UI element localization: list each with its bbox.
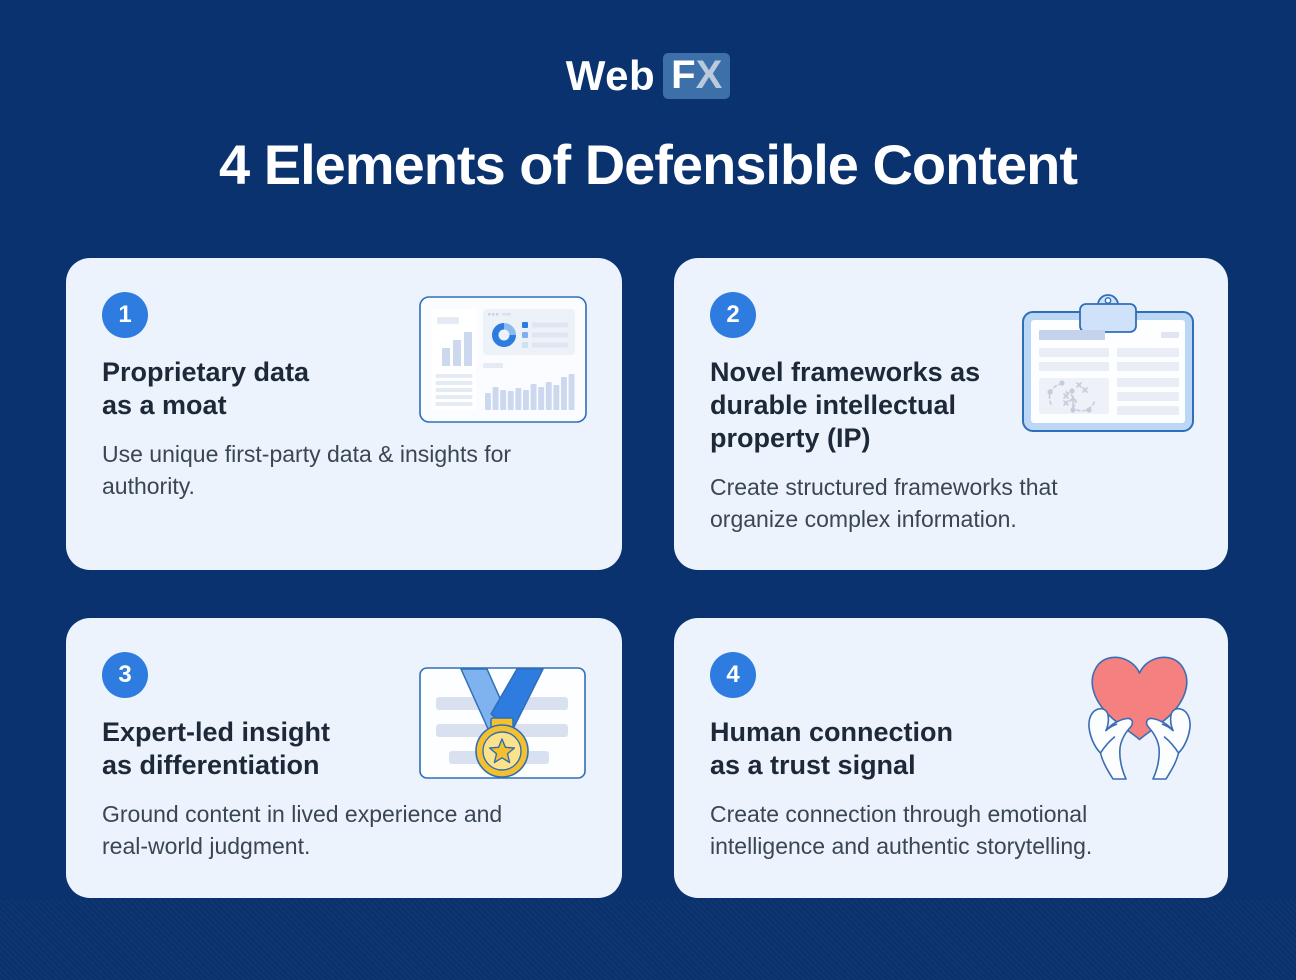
step-number: 3 xyxy=(118,661,132,688)
step-1-badge: 1 xyxy=(102,292,148,338)
card-description: Ground content in lived experience and r… xyxy=(102,801,503,859)
step-3-badge: 3 xyxy=(102,652,148,698)
analytics-dashboard-illustration xyxy=(419,296,587,428)
step-2-badge: 2 xyxy=(710,292,756,338)
hands-holding-heart-illustration xyxy=(1082,645,1197,785)
page-title: 4 Elements of Defensible Content xyxy=(219,133,1078,196)
card-title: Expert-led insight as differentiation xyxy=(102,717,331,780)
step-number: 1 xyxy=(118,301,132,328)
logo-x-letter: X xyxy=(695,53,723,97)
card-expert-led-insight: 3 Expert-led insight as differentiation … xyxy=(66,618,622,898)
card-description: Create structured frameworks that organi… xyxy=(710,474,1058,532)
card-novel-frameworks: 2 xyxy=(674,258,1228,570)
step-4-badge: 4 xyxy=(710,652,756,698)
card-title: Proprietary data as a moat xyxy=(102,357,310,420)
card-title: Novel frameworks as durable intellectual… xyxy=(710,357,981,453)
clipboard-framework-illustration xyxy=(1021,292,1195,439)
clipboard-icon xyxy=(1022,294,1194,432)
card-description: Use unique first-party data & insights f… xyxy=(102,441,512,499)
step-number: 4 xyxy=(726,661,740,688)
logo-f-letter: F xyxy=(671,53,696,97)
medal-certificate-icon xyxy=(419,667,586,779)
cards-grid: 1 xyxy=(66,258,1230,898)
hands-holding-heart-icon xyxy=(1088,656,1191,780)
step-number: 2 xyxy=(726,301,740,328)
card-human-connection: 4 Human connection as a trust xyxy=(674,618,1228,898)
webfx-logo: Web FX xyxy=(0,52,1296,100)
logo-web-text: Web xyxy=(565,52,656,99)
medal-certificate-illustration xyxy=(419,667,586,784)
logo-fx-box: FX xyxy=(663,53,731,99)
card-title: Human connection as a trust signal xyxy=(710,717,954,780)
analytics-dashboard-icon xyxy=(419,296,587,423)
card-proprietary-data: 1 xyxy=(66,258,622,570)
card-description: Create connection through emotional inte… xyxy=(710,801,1093,859)
